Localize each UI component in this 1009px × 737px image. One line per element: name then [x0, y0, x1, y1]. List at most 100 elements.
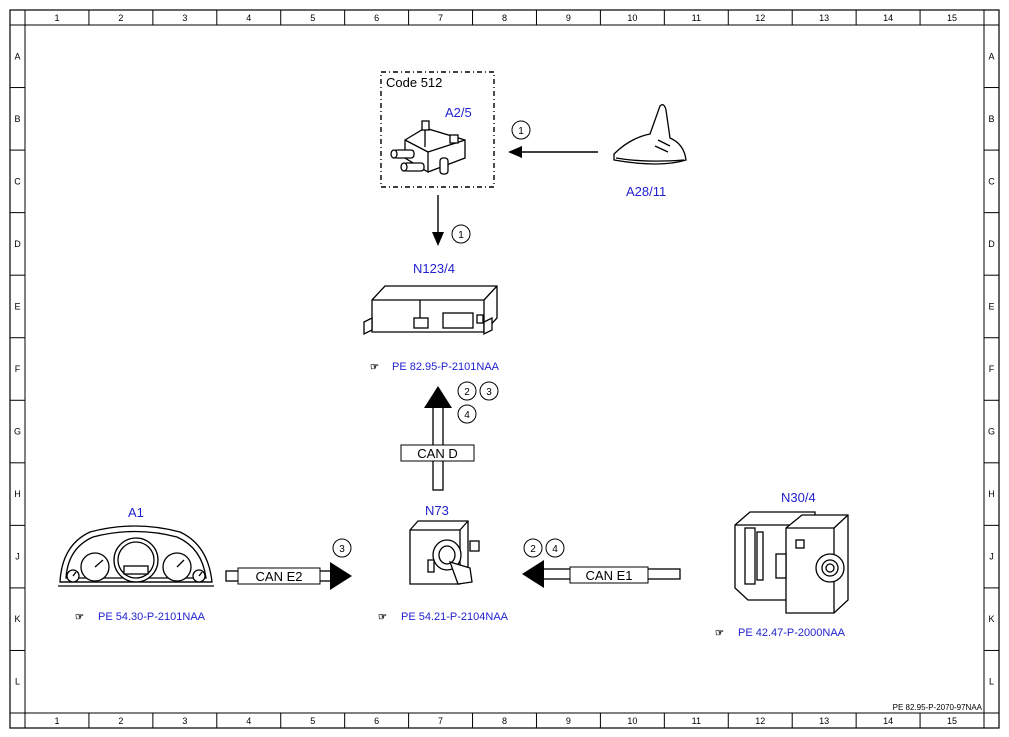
column-label-bottom: 13 — [819, 716, 829, 726]
n30-4-ref-text[interactable]: PE 42.47-P-2000NAA — [738, 627, 846, 639]
column-label-bottom: 9 — [566, 716, 571, 726]
column-label-top: 14 — [883, 13, 893, 23]
column-label-top: 9 — [566, 13, 571, 23]
n123-4-ref-text[interactable]: PE 82.95-P-2101NAA — [392, 361, 500, 373]
a28-11-label: A28/11 — [626, 184, 666, 199]
a28-11-roof-antenna — [613, 104, 687, 165]
row-label-right: C — [988, 176, 995, 186]
column-label-top: 8 — [502, 13, 507, 23]
row-label-right: A — [988, 51, 994, 61]
a1-reference[interactable]: ☞ PE 54.30-P-2101NAA — [75, 611, 206, 623]
can-e1-label: CAN E1 — [586, 568, 633, 583]
row-label-right: K — [988, 614, 994, 624]
row-label-left: H — [14, 489, 21, 499]
can-e2-label: CAN E2 — [256, 569, 303, 584]
n73-reference[interactable]: ☞ PE 54.21-P-2104NAA — [378, 611, 509, 623]
column-label-bottom: 8 — [502, 716, 507, 726]
column-label-bottom: 4 — [246, 716, 251, 726]
column-label-top: 5 — [310, 13, 315, 23]
signal-badge-antenna — [511, 120, 531, 140]
row-label-left: C — [14, 176, 21, 186]
row-label-left: A — [14, 51, 20, 61]
n123-4-label: N123/4 — [413, 261, 455, 276]
can-d-badge-2: 3 — [486, 387, 492, 398]
signal-badge-antenna-text: 1 — [518, 126, 524, 137]
can-e2-badge — [332, 538, 352, 558]
n30-4-label: N30/4 — [781, 490, 816, 505]
n123-4-control-unit — [363, 285, 498, 336]
row-label-left: D — [14, 239, 21, 249]
column-label-bottom: 1 — [54, 716, 59, 726]
signal-badge-switch-text: 1 — [458, 230, 464, 241]
a2-5-antenna-switch — [390, 120, 466, 175]
column-label-bottom: 10 — [627, 716, 637, 726]
column-label-top: 1 — [54, 13, 59, 23]
column-label-bottom: 3 — [182, 716, 187, 726]
signal-badge-switch — [451, 224, 471, 244]
column-label-bottom: 6 — [374, 716, 379, 726]
can-e2-badge-text: 3 — [339, 544, 345, 555]
can-e2-box — [237, 567, 321, 585]
can-e1-signal-badges: 2 4 — [523, 538, 565, 558]
n123-4-reference[interactable]: ☞ PE 82.95-P-2101NAA — [370, 361, 500, 373]
column-label-top: 7 — [438, 13, 443, 23]
row-label-left: B — [14, 114, 20, 124]
drawing-frame: 1122334455667788991010111112121313141415… — [9, 9, 1000, 729]
row-label-left: J — [15, 552, 20, 562]
column-label-bottom: 11 — [692, 716, 701, 726]
row-label-right: H — [988, 489, 995, 499]
code-512-label: Code 512 — [386, 75, 442, 90]
reference-hand-icon: ☞ — [370, 362, 379, 373]
n73-ref-text[interactable]: PE 54.21-P-2104NAA — [401, 611, 509, 623]
can-d-badge-1: 2 — [464, 387, 470, 398]
column-label-top: 2 — [118, 13, 123, 23]
row-label-left: F — [15, 364, 21, 374]
column-label-bottom: 14 — [883, 716, 893, 726]
column-label-bottom: 2 — [118, 716, 123, 726]
antenna-signal-arrow — [508, 146, 598, 158]
column-label-top: 11 — [692, 13, 701, 23]
column-label-bottom: 7 — [438, 716, 443, 726]
column-label-top: 12 — [755, 13, 765, 23]
can-e1-badge-2: 4 — [552, 544, 558, 555]
row-label-right: F — [989, 364, 995, 374]
code-512-option-box — [380, 71, 495, 188]
row-label-right: J — [989, 552, 994, 562]
column-label-top: 15 — [947, 13, 957, 23]
a2-5-label: A2/5 — [445, 105, 472, 120]
document-id: PE 82.95-P-2070-97NAA — [893, 703, 983, 712]
can-d-arrow — [424, 386, 452, 491]
row-label-right: L — [989, 677, 994, 687]
row-label-right: B — [988, 114, 994, 124]
column-label-top: 4 — [246, 13, 251, 23]
can-d-signal-badges: 2 3 4 — [457, 381, 499, 424]
column-label-bottom: 15 — [947, 716, 957, 726]
column-label-top: 6 — [374, 13, 379, 23]
row-label-left: G — [14, 427, 21, 437]
switch-signal-arrow — [432, 195, 444, 246]
a1-label: A1 — [128, 505, 144, 520]
row-label-right: D — [988, 239, 995, 249]
a1-instrument-cluster — [58, 525, 214, 587]
a1-ref-text[interactable]: PE 54.30-P-2101NAA — [98, 611, 206, 623]
column-label-top: 10 — [627, 13, 637, 23]
n30-4-esp-control-unit — [734, 511, 849, 614]
row-label-left: E — [14, 301, 20, 311]
can-e1-box — [569, 566, 649, 584]
can-d-label: CAN D — [417, 446, 457, 461]
row-label-right: E — [988, 301, 994, 311]
column-label-bottom: 12 — [755, 716, 765, 726]
reference-hand-icon: ☞ — [75, 612, 84, 623]
column-label-bottom: 5 — [310, 716, 315, 726]
column-label-top: 13 — [819, 13, 829, 23]
row-label-left: L — [15, 677, 20, 687]
row-label-left: K — [14, 614, 20, 624]
can-d-badge-3: 4 — [464, 410, 470, 421]
n73-ignition-switch — [409, 520, 480, 585]
n30-4-reference[interactable]: ☞ PE 42.47-P-2000NAA — [715, 627, 846, 639]
reference-hand-icon: ☞ — [715, 628, 724, 639]
n73-label: N73 — [425, 503, 449, 518]
can-d-box — [400, 444, 475, 462]
can-e1-badge-1: 2 — [530, 544, 536, 555]
